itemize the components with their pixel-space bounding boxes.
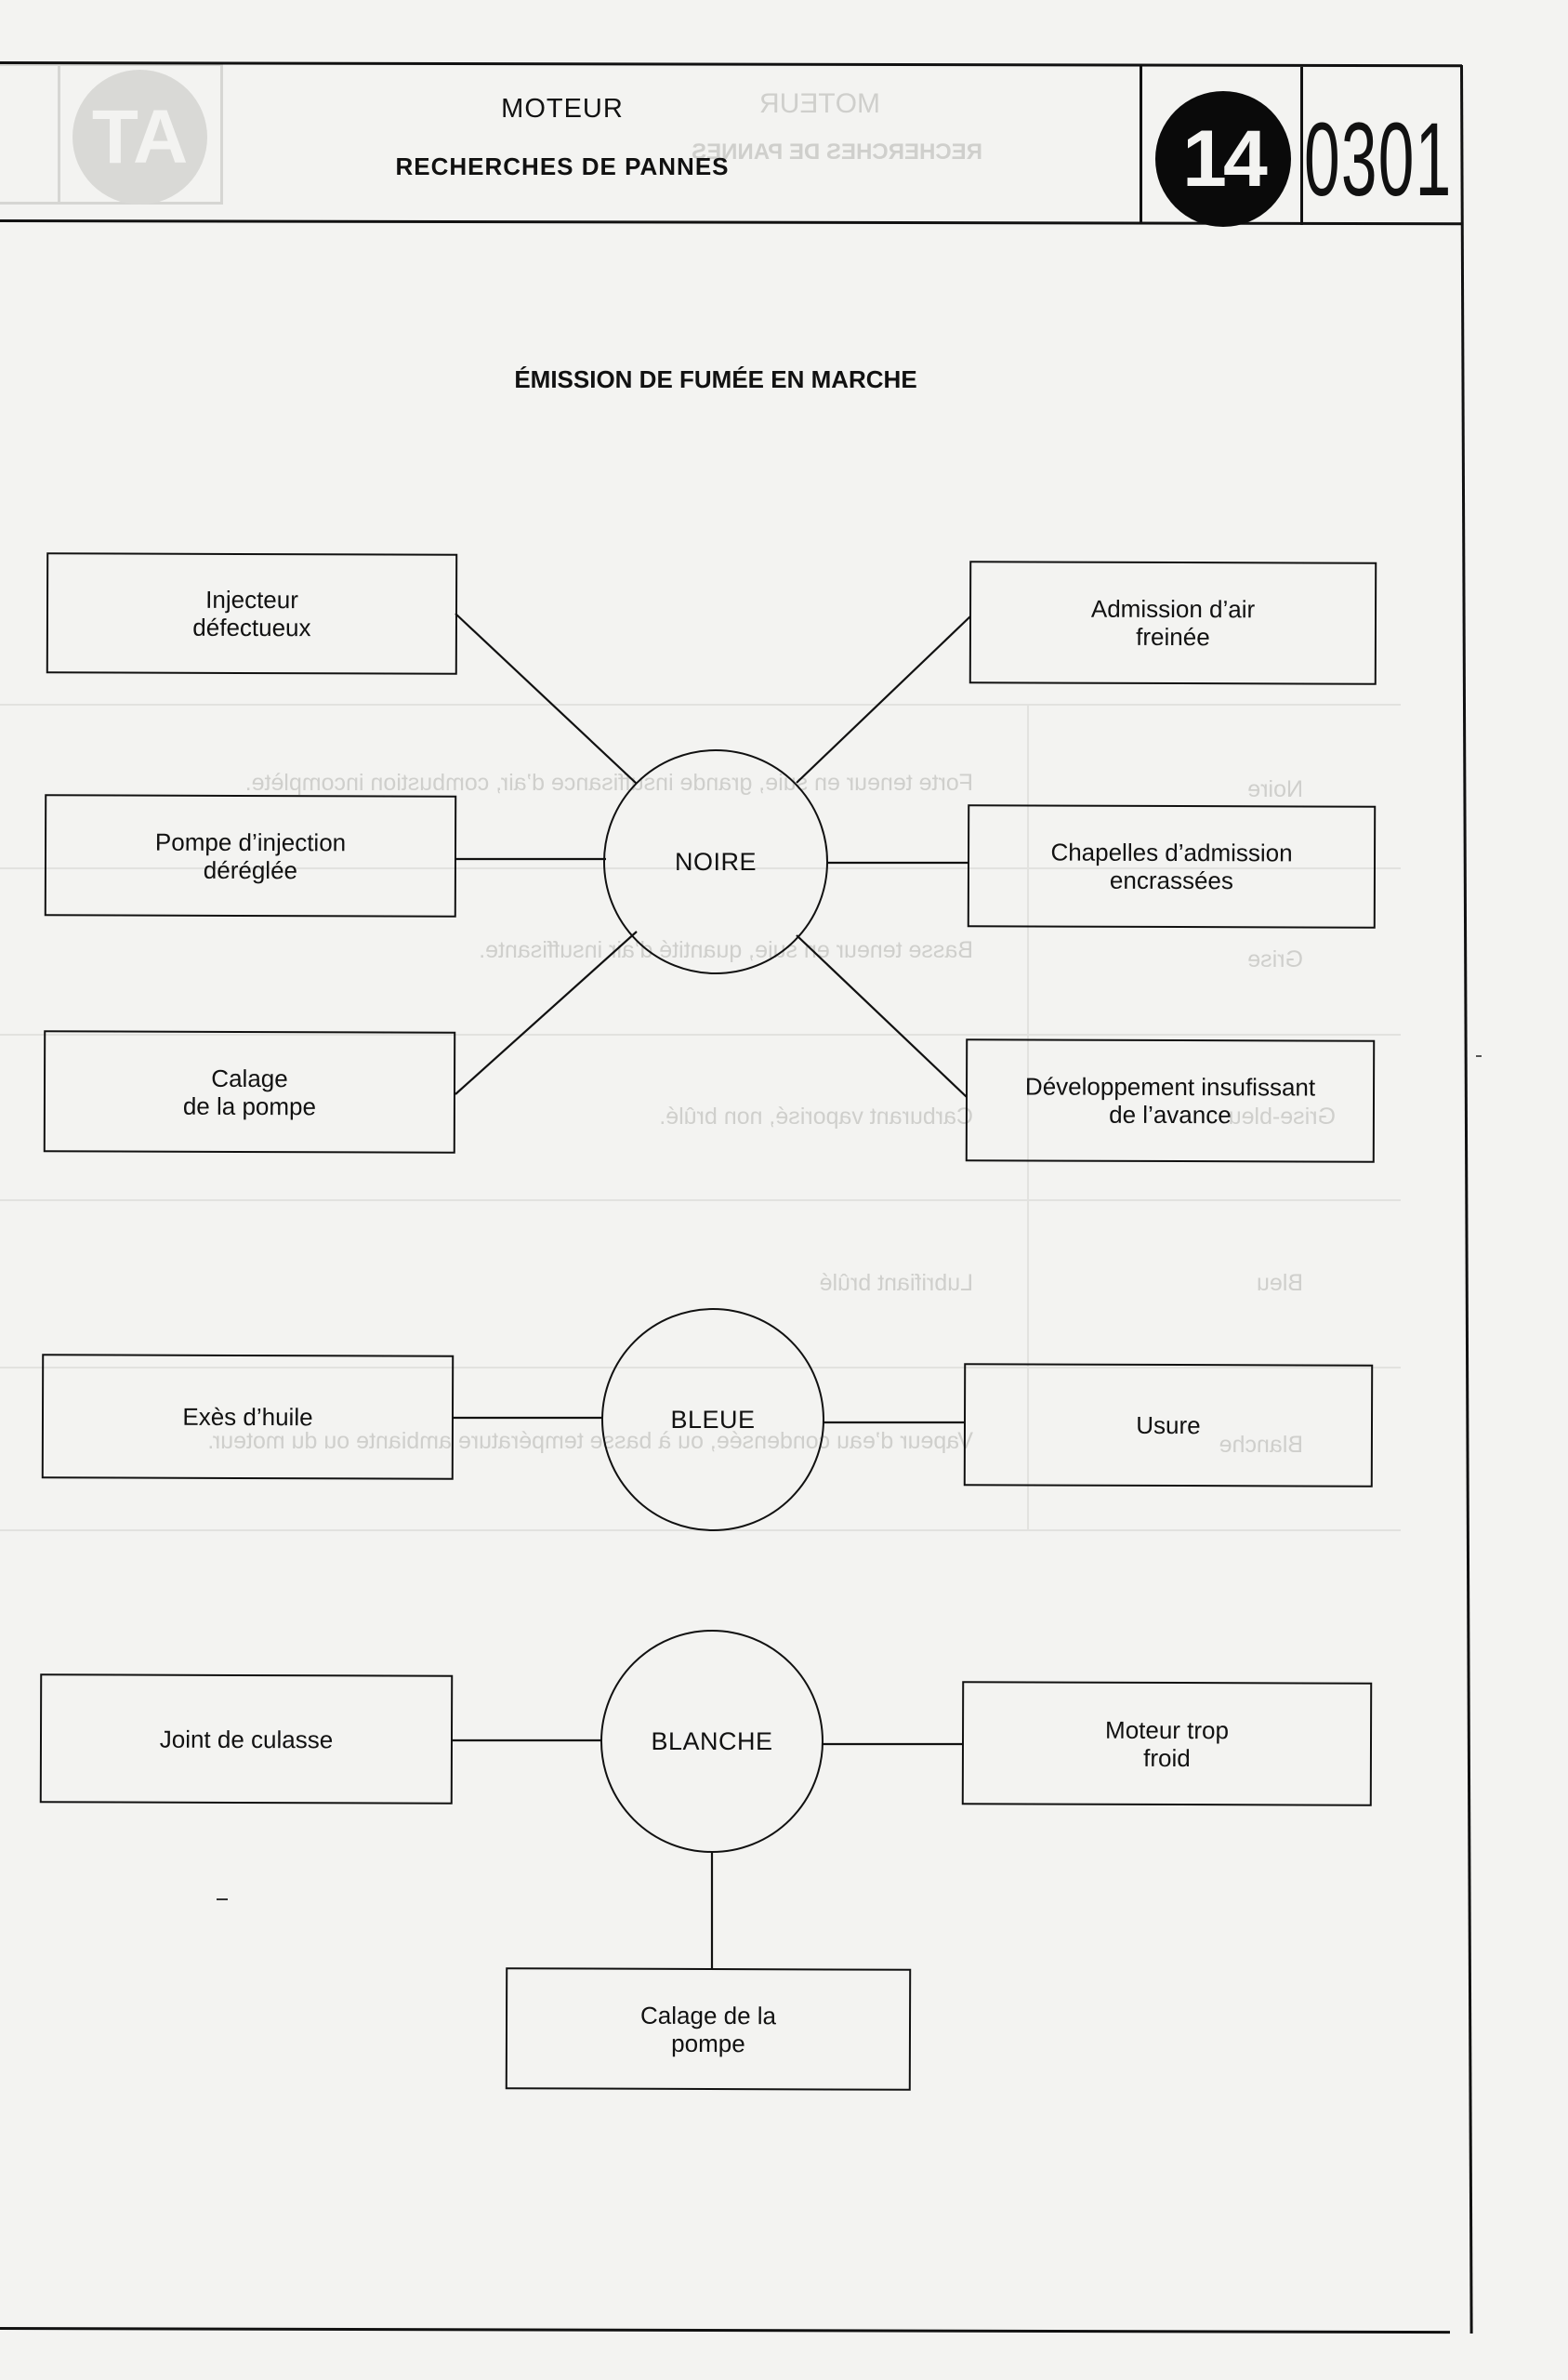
- cause-box-injecteur: Injecteur défectueux: [46, 552, 458, 675]
- header-divider: [1140, 65, 1142, 223]
- cause-box-calage-pompe: Calage de la pompe: [43, 1030, 456, 1154]
- ghost-logo: AT: [0, 63, 223, 205]
- cause-box-joint-culasse: Joint de culasse: [39, 1673, 454, 1805]
- page-subtitle: RECHERCHES DE PANNES: [395, 152, 730, 180]
- cause-box-chapelles: Chapelles d’admission encrassées: [967, 804, 1377, 929]
- cause-box-calage-pompe-blanche: Calage de la pompe: [505, 1967, 912, 2091]
- connector-noire-admission: [796, 615, 971, 784]
- color-node-blanche: BLANCHE: [600, 1630, 824, 1853]
- header-divider: [1300, 67, 1303, 225]
- connector-noire-injecteur: [455, 613, 638, 785]
- connector-noire-developpement: [796, 934, 968, 1098]
- cause-box-exes-huile: Exès d’huile: [41, 1354, 455, 1480]
- diagram-title: ÉMISSION DE FUMÉE EN MARCHE: [514, 365, 917, 393]
- cause-box-admission-air: Admission d’air freinée: [968, 561, 1377, 685]
- connector-noire-calage: [455, 931, 638, 1095]
- color-node-noire: NOIRE: [603, 749, 828, 974]
- color-node-bleue: BLEUE: [601, 1308, 824, 1531]
- scan-speck: [217, 1898, 228, 1900]
- cause-box-moteur-froid: Moteur trop froid: [961, 1681, 1373, 1806]
- scan-speck: [1476, 1055, 1482, 1057]
- cause-box-developpement: Développement insufissant de l’avance: [965, 1038, 1376, 1163]
- ghost-logo-divider: [58, 66, 60, 202]
- cause-box-pompe-injection: Pompe d’injection déréglée: [44, 794, 457, 918]
- cause-box-usure: Usure: [963, 1363, 1374, 1488]
- section-number-badge: 14: [1155, 91, 1291, 227]
- page-title: MOTEUR: [501, 94, 624, 124]
- section-number: 14: [1182, 113, 1268, 204]
